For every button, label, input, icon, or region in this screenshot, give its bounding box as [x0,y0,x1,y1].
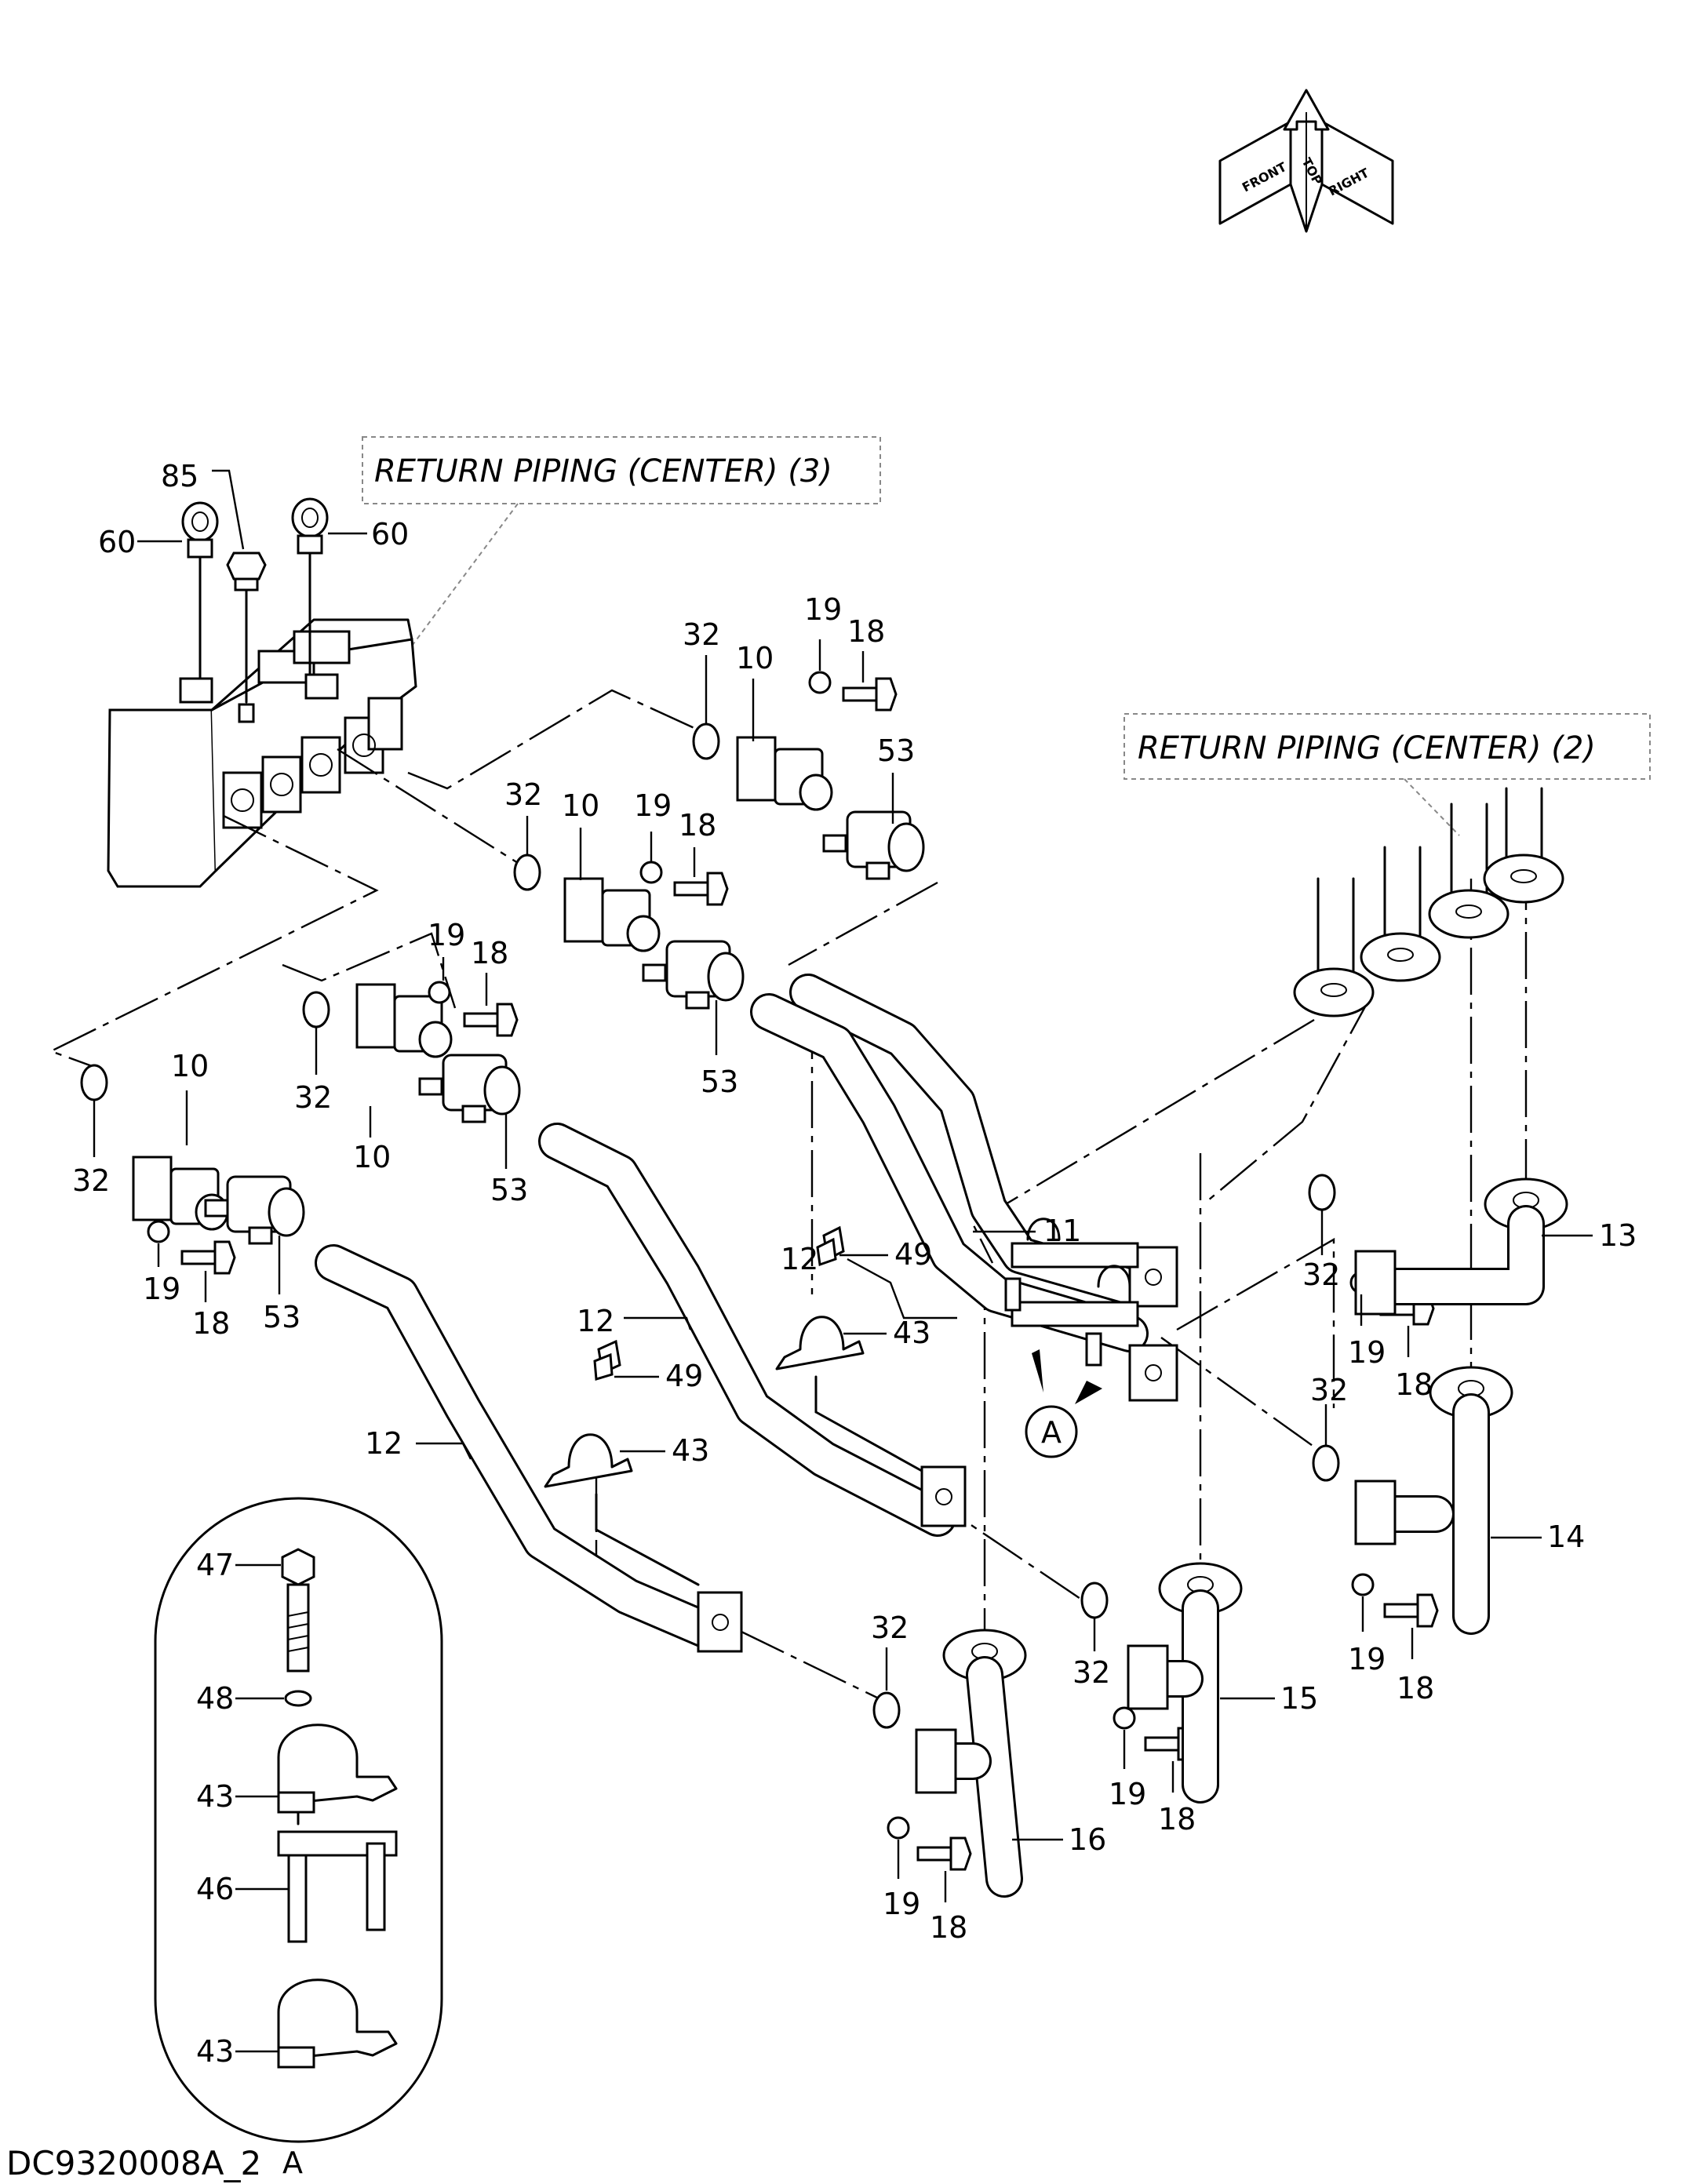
reference-box-center-2: RETURN PIPING (CENTER) (2) [1123,713,1651,836]
callout-32-e: 32 [1302,1258,1340,1292]
callout-60-right: 60 [371,517,409,551]
callout-18-b: 18 [679,808,716,843]
callout-16: 16 [1069,1822,1106,1857]
callout-18-d: 18 [192,1306,230,1341]
clamp-lower [544,1339,700,1586]
callout-18-c: 18 [471,936,508,970]
clamp-assembly-a [1004,1218,1139,1367]
callout-19-b: 19 [634,788,672,823]
callout-53-a: 53 [877,733,915,768]
callout-18-h: 18 [930,1910,967,1945]
valve-block [107,618,417,888]
callout-19-a: 19 [804,592,842,627]
detail-a-marker: A [1025,1349,1102,1458]
callout-32-a: 32 [683,617,720,652]
o-rings [80,723,1340,1729]
callout-85: 85 [161,459,198,493]
detail-a-marker-label: A [1041,1415,1062,1450]
pipe-12-middle [538,1123,956,1537]
flange-adapter-10b [563,877,661,952]
callout-18-e: 18 [1395,1367,1433,1402]
leader-lines [93,469,1593,2053]
callout-10-b: 10 [562,788,599,823]
elbow-pipe-13 [1354,1178,1568,1316]
coupling-53b [642,940,745,1010]
callout-49-lower: 49 [665,1359,703,1393]
eyebolt-left [181,501,219,680]
callout-10-c: 10 [353,1140,391,1174]
pipe-flanges [697,1246,1178,1653]
callout-10-a: 10 [736,641,774,675]
callout-32-d: 32 [72,1163,110,1198]
callout-32-g: 32 [1073,1655,1110,1690]
callouts: 85 60 60 32 10 19 18 53 32 10 19 18 53 1… [72,459,1637,2069]
reference-box-center-3: RETURN PIPING (CENTER) (3) [362,436,881,652]
callout-43-upper: 43 [893,1316,930,1350]
callout-46: 46 [196,1872,234,1906]
coupling-53a [822,810,925,880]
detail-a-inset: A [154,1497,443,2180]
callout-43-detail-upper: 43 [196,1779,234,1814]
callout-43-lower: 43 [672,1433,709,1468]
callout-12-middle: 12 [577,1304,614,1338]
detail-a-caption: A [282,2146,303,2180]
callout-53-c: 53 [490,1173,528,1207]
reference-label-center-2: RETURN PIPING (CENTER) (2) [1138,730,1596,766]
callout-14: 14 [1547,1520,1585,1554]
coupling-53c [418,1054,521,1123]
flange-adapter-10c [355,983,453,1058]
callout-13: 13 [1599,1218,1637,1253]
callout-48: 48 [196,1681,234,1716]
flange-adapter-10d [132,1156,229,1231]
callout-19-g: 19 [1109,1777,1146,1811]
callout-12-lower: 12 [365,1426,402,1461]
callout-10-d: 10 [171,1049,209,1083]
callout-19-f: 19 [1348,1642,1386,1676]
plug [226,551,267,704]
callout-43-detail-lower: 43 [196,2034,234,2069]
reference-label-center-3: RETURN PIPING (CENTER) (3) [374,453,832,490]
callout-11: 11 [1043,1214,1081,1248]
clamp-upper [775,1225,923,1472]
callout-18-g: 18 [1158,1802,1196,1836]
pipe-12-lower [315,1244,729,1651]
callout-60-left: 60 [98,525,136,559]
coupling-53d [204,1175,305,1245]
flange-adapter-10a [736,736,833,811]
eyebolt-right [291,497,329,676]
callout-18-a: 18 [847,614,885,649]
callout-32-f: 32 [1310,1373,1348,1407]
callout-49-upper: 49 [894,1237,932,1272]
callout-18-f: 18 [1397,1671,1434,1705]
callout-12-upper: 12 [781,1242,818,1276]
callout-19-h: 19 [883,1887,920,1921]
callout-32-b: 32 [504,777,542,812]
drawing-code: DC9320008A_2 [6,2144,261,2182]
callout-32-c: 32 [294,1080,332,1115]
callout-47: 47 [196,1548,234,1582]
callout-53-b: 53 [701,1065,738,1099]
callout-19-e: 19 [1348,1335,1386,1370]
callout-53-d: 53 [263,1300,300,1334]
elbow-pipe-14 [1354,1366,1513,1635]
callout-19-c: 19 [428,918,465,952]
callout-15: 15 [1280,1681,1318,1716]
orientation-compass: FRONT TOP RIGHT [1218,89,1394,233]
callout-19-d: 19 [143,1272,180,1306]
elbow-pipe-15 [1127,1562,1243,1804]
callout-32-h: 32 [871,1611,909,1645]
return-piping-stubs [1293,787,1564,1017]
elbow-pipe-16 [915,1629,1027,1898]
